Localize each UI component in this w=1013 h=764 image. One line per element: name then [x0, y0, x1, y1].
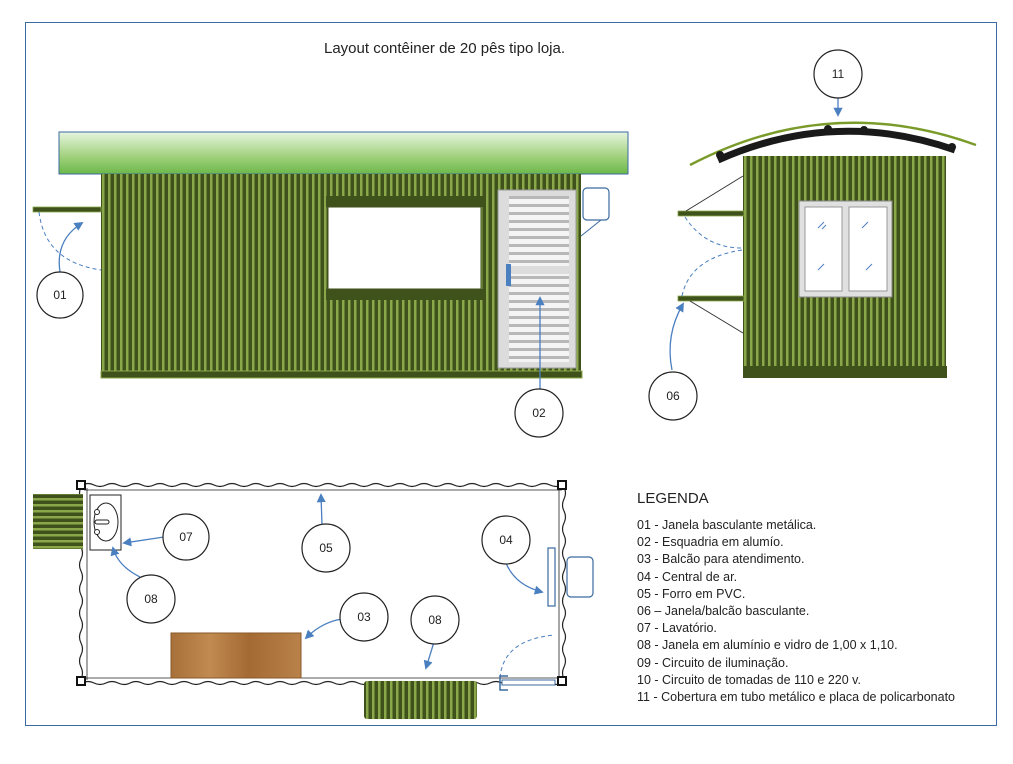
- callout-04: 04: [481, 515, 531, 565]
- legend-item-10: 10 - Circuito de tomadas de 110 e 220 v.: [637, 672, 861, 687]
- door-swing-arc: [499, 634, 555, 679]
- callout-08b-label: 08: [428, 613, 442, 627]
- diagram-title: Layout contêiner de 20 pês tipo loja.: [324, 40, 566, 57]
- side-lower-strut: [689, 300, 744, 334]
- callout-05-leader: [316, 493, 326, 526]
- callout-01-leader: [58, 222, 84, 273]
- callout-03-leader: [304, 618, 343, 640]
- corner-post: [76, 676, 86, 686]
- callout-07: 07: [162, 513, 210, 561]
- roof-bolt-icon: [824, 125, 832, 133]
- callout-06-leader: [669, 302, 684, 371]
- legend-item-05: 05 - Forro em PVC.: [637, 586, 746, 601]
- legend-item-01: 01 - Janela basculante metálica.: [637, 518, 817, 532]
- front-ac-bracket: [580, 219, 602, 237]
- callout-08-window: 08: [410, 595, 460, 645]
- legend-item-08: 08 - Janela em alumínio e vidro de 1,00 …: [637, 638, 898, 653]
- front-elevation: [32, 131, 629, 390]
- legend: LEGENDA 01 - Janela basculante metálica.…: [637, 490, 955, 706]
- legend-item-09: 09 - Circuito de iluminação.: [637, 655, 789, 670]
- callout-03: 03: [339, 592, 389, 642]
- glass-reflection-icon: [821, 224, 827, 230]
- callout-05-label: 05: [319, 541, 333, 555]
- plan-ac-indoor-unit: [547, 547, 556, 607]
- side-roof-green-arc: [689, 121, 977, 167]
- callout-03-label: 03: [357, 610, 371, 624]
- side-upper-shelf: [677, 210, 745, 217]
- front-shutter-bottom: [326, 289, 483, 300]
- side-container-base: [743, 366, 947, 378]
- legend-item-11: 11 - Cobertura em tubo metálico e placa …: [637, 690, 956, 705]
- callout-02-label: 02: [532, 406, 546, 420]
- legend-item-07: 07 - Lavatório.: [637, 621, 717, 636]
- front-window-opening: [327, 206, 482, 290]
- service-counter: [170, 632, 302, 679]
- callout-08a-leader: [110, 546, 141, 578]
- corner-post: [557, 480, 567, 490]
- side-lower-swing-arc: [681, 249, 743, 297]
- callout-02: 02: [514, 388, 564, 438]
- plan-ac-outdoor-unit: [566, 556, 594, 598]
- callout-07-leader: [122, 536, 165, 547]
- callout-11: 11: [813, 49, 863, 99]
- side-upper-strut: [685, 175, 744, 212]
- front-shelf-swing-arc: [38, 211, 102, 271]
- callout-04-label: 04: [499, 533, 513, 547]
- callout-01-label: 01: [53, 288, 67, 302]
- glass-reflection-icon: [865, 263, 873, 271]
- plan-door-leaf: [501, 679, 556, 686]
- callout-08-lavatory: 08: [126, 574, 176, 624]
- side-window-pane-left: [804, 206, 843, 292]
- callout-05: 05: [301, 523, 351, 573]
- callout-11-label: 11: [832, 67, 845, 81]
- front-side-shelf: [32, 206, 102, 213]
- faucet-icon: [94, 509, 100, 515]
- side-roof-black-arc: [716, 127, 957, 164]
- side-elevation: [669, 97, 977, 378]
- legend-title: LEGENDA: [637, 490, 709, 507]
- legend-item-04: 04 - Central de ar.: [637, 569, 738, 584]
- plan-left-shelf: [33, 494, 83, 549]
- legend-item-06: 06 – Janela/balcão basculante.: [637, 604, 810, 619]
- roof-bolt-icon: [860, 126, 868, 134]
- legend-item-03: 03 - Balcão para atendimento.: [637, 552, 805, 567]
- callout-08a-label: 08: [144, 592, 158, 606]
- front-ac-unit: [582, 187, 610, 221]
- corner-post: [76, 480, 86, 490]
- front-container-base: [100, 370, 583, 379]
- legend-item-02: 02 - Esquadria em alumío.: [637, 535, 784, 550]
- callout-01: 01: [36, 271, 84, 319]
- callout-06: 06: [648, 371, 698, 421]
- faucet-icon: [94, 529, 100, 535]
- callout-07-label: 07: [179, 530, 193, 544]
- side-window-pane-right: [848, 206, 888, 292]
- front-door-louver-top: [509, 196, 569, 266]
- glass-reflection-icon: [861, 221, 869, 229]
- roof-bolt-icon: [948, 143, 956, 151]
- plan-top-wall: [81, 482, 563, 488]
- front-door-louver-bottom: [509, 274, 569, 362]
- side-lower-shelf: [677, 295, 745, 302]
- glass-reflection-icon: [817, 221, 825, 229]
- faucet-spout-icon: [94, 519, 110, 525]
- plan-bottom-shelf: [364, 681, 477, 719]
- callout-04-leader: [505, 562, 544, 595]
- plan-door-stop: [499, 675, 508, 691]
- drawing-frame: [25, 22, 997, 726]
- roof-bolt-icon: [716, 151, 724, 159]
- callout-06-label: 06: [666, 389, 680, 403]
- side-upper-swing-arc: [684, 216, 743, 249]
- callout-08b-leader: [423, 641, 435, 670]
- door-handle-icon: [506, 264, 511, 286]
- glass-reflection-icon: [817, 263, 825, 271]
- floor-plan: [33, 480, 594, 719]
- plan-bottom-wall: [81, 680, 563, 686]
- corner-post: [557, 676, 567, 686]
- plan-right-wall: [561, 486, 567, 680]
- front-awning-roof: [58, 131, 629, 175]
- front-shutter-top: [326, 196, 483, 207]
